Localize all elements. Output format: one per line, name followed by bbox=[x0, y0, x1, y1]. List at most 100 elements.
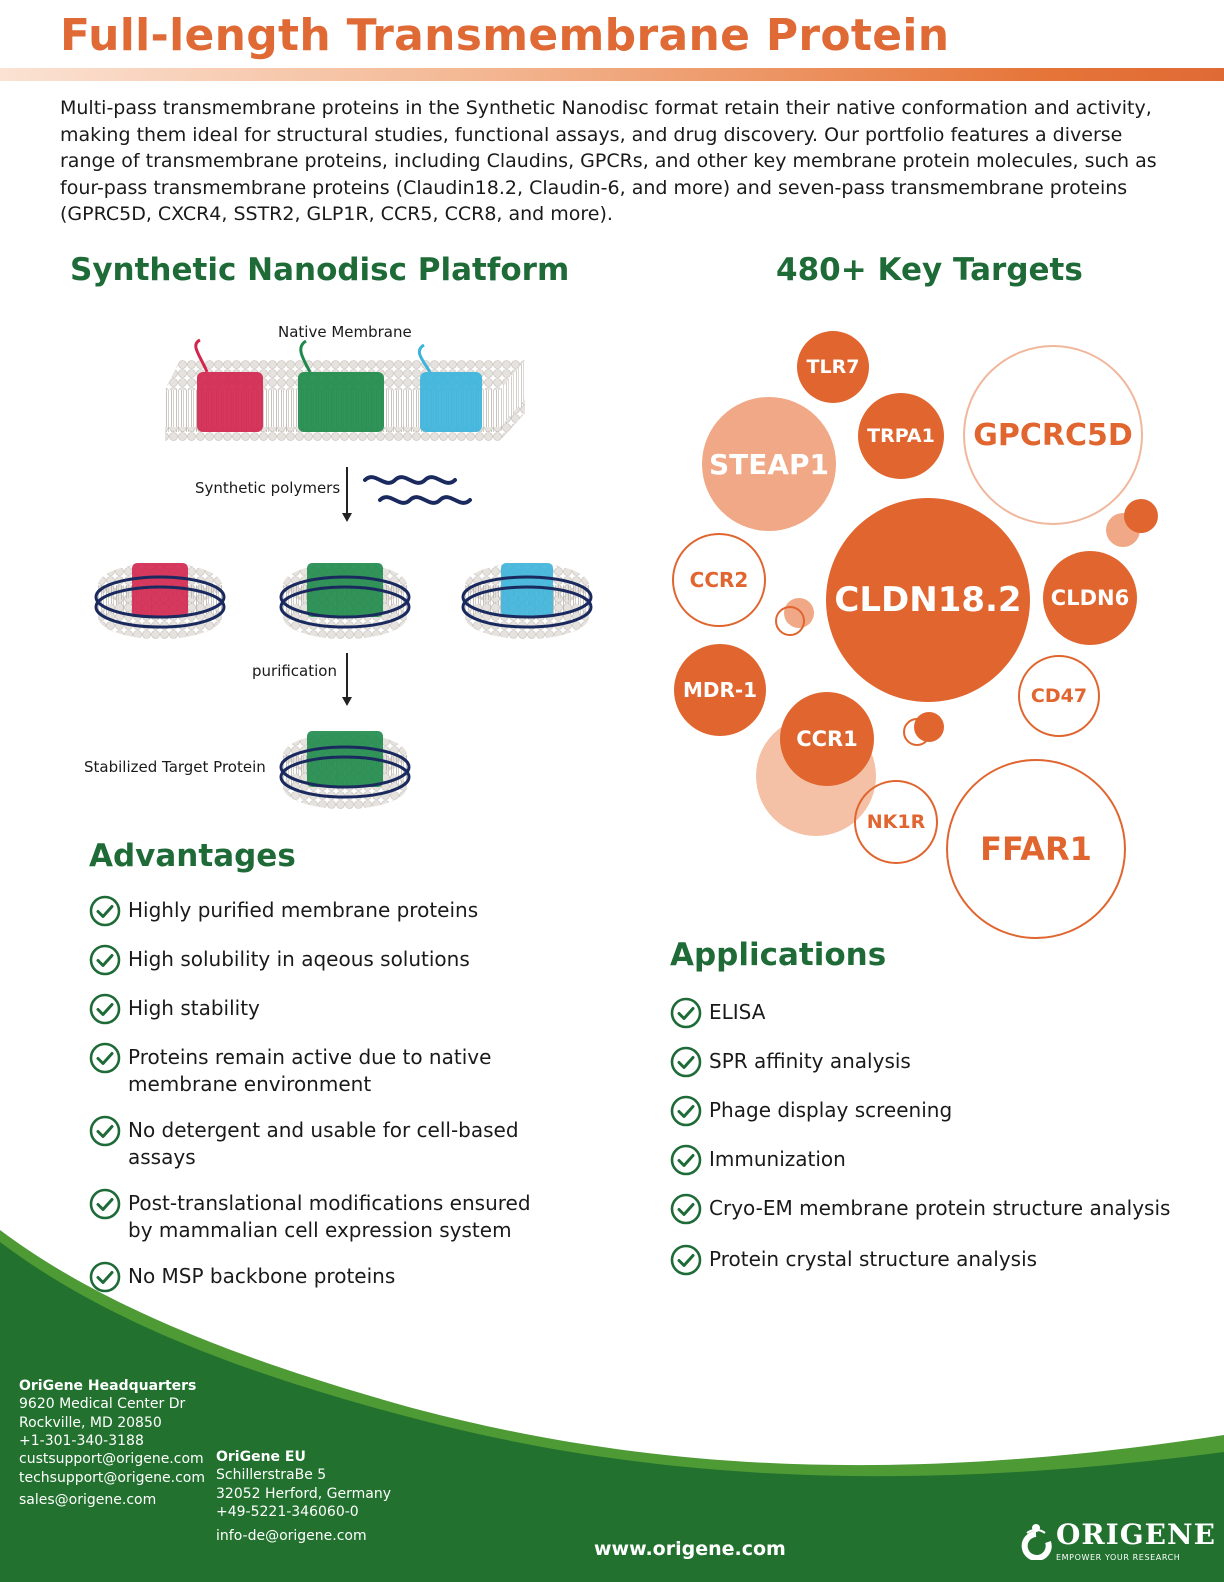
bubble-ccr1: CCR1 bbox=[780, 692, 874, 786]
list-item: Post-translational modifications ensured… bbox=[89, 1188, 559, 1244]
nanodisc-stabilized bbox=[279, 731, 411, 809]
hq-address-2: Rockville, MD 20850 bbox=[19, 1414, 162, 1431]
list-item: Protein crystal structure analysis bbox=[670, 1244, 1190, 1276]
application-text: ELISA bbox=[709, 1000, 766, 1024]
advantages-heading: Advantages bbox=[89, 838, 296, 874]
eu-address-2: 32052 Herford, Germany bbox=[216, 1485, 392, 1502]
stabilized-target-label: Stabilized Target Protein bbox=[84, 758, 266, 776]
decor-circle bbox=[775, 606, 805, 636]
bubble-tlr7: TLR7 bbox=[797, 331, 869, 403]
nanodisc-red bbox=[94, 563, 226, 639]
origene-logo: ORIGENE EMPOWER YOUR RESEARCH bbox=[1020, 1518, 1215, 1570]
check-circle-icon bbox=[670, 1144, 702, 1176]
advantage-text: No detergent and usable for cell-based a… bbox=[128, 1118, 519, 1169]
check-circle-icon bbox=[89, 1261, 121, 1293]
advantage-text: Post-translational modifications ensured… bbox=[128, 1191, 531, 1242]
applications-list: ELISA SPR affinity analysis Phage displa… bbox=[670, 997, 1190, 1276]
bubble-gpcrc5d: GPCRC5D bbox=[963, 345, 1143, 525]
targets-heading: 480+ Key Targets bbox=[776, 252, 1083, 288]
bubble-cldn18-2: CLDN18.2 bbox=[826, 498, 1030, 702]
nanodisc-blue bbox=[461, 563, 593, 639]
decor-circle bbox=[903, 718, 931, 746]
logo-wordmark: ORIGENE bbox=[1056, 1518, 1216, 1551]
list-item: SPR affinity analysis bbox=[670, 1046, 1190, 1078]
bubble-trpa1: TRPA1 bbox=[858, 393, 944, 479]
check-circle-icon bbox=[89, 993, 121, 1025]
red-protein-graphic bbox=[194, 338, 263, 432]
application-text: Phage display screening bbox=[709, 1098, 953, 1122]
logo-tagline: EMPOWER YOUR RESEARCH bbox=[1056, 1553, 1181, 1562]
native-membrane-graphic bbox=[165, 338, 525, 441]
advantage-text: High solubility in aqeous solutions bbox=[128, 947, 470, 971]
advantage-text: Proteins remain active due to native mem… bbox=[128, 1045, 492, 1096]
bubble-cldn6: CLDN6 bbox=[1043, 551, 1137, 645]
bubble-nk1r: NK1R bbox=[854, 780, 938, 864]
decor-circle bbox=[1124, 499, 1158, 533]
title-underline-bar bbox=[0, 68, 1224, 81]
hq-email-custsupport[interactable]: custsupport@origene.com bbox=[19, 1451, 204, 1468]
blue-protein-graphic bbox=[417, 343, 482, 432]
list-item: Phage display screening bbox=[670, 1095, 1190, 1127]
targets-bubble-cluster: TLR7 STEAP1 TRPA1 GPCRC5D CCR2 CLDN18.2 … bbox=[660, 300, 1180, 939]
check-circle-icon bbox=[89, 944, 121, 976]
application-text: Immunization bbox=[709, 1147, 846, 1171]
check-circle-icon bbox=[670, 1095, 702, 1127]
nanodisc-green bbox=[279, 563, 411, 639]
eu-block: OriGene EU SchillerstraBe 5 32052 Herfor… bbox=[216, 1448, 391, 1521]
hq-name: OriGene Headquarters bbox=[19, 1378, 197, 1394]
green-protein-graphic bbox=[298, 339, 384, 432]
check-circle-icon bbox=[670, 1046, 702, 1078]
polymer-squiggle bbox=[378, 495, 472, 505]
bubble-steap1: STEAP1 bbox=[702, 397, 836, 531]
list-item: No detergent and usable for cell-based a… bbox=[89, 1115, 589, 1171]
advantages-list: Highly purified membrane proteins High s… bbox=[89, 895, 589, 1293]
check-circle-icon bbox=[89, 1115, 121, 1147]
hq-block: OriGene Headquarters 9620 Medical Center… bbox=[19, 1377, 204, 1468]
eu-address-1: SchillerstraBe 5 bbox=[216, 1467, 327, 1484]
platform-heading: Synthetic Nanodisc Platform bbox=[70, 252, 570, 288]
eu-email[interactable]: info-de@origene.com bbox=[216, 1528, 367, 1544]
check-circle-icon bbox=[89, 1188, 121, 1220]
list-item: Highly purified membrane proteins bbox=[89, 895, 589, 927]
check-circle-icon bbox=[670, 1193, 702, 1225]
polymer-squiggle bbox=[363, 475, 457, 485]
list-item: No MSP backbone proteins bbox=[89, 1261, 589, 1293]
nanodisc-diagram: Native Membrane Synthetic polymers purif… bbox=[70, 315, 610, 825]
intro-paragraph: Multi-pass transmembrane proteins in the… bbox=[60, 97, 1157, 226]
page-title: Full-length Transmembrane Protein bbox=[60, 10, 950, 61]
bubble-ccr2: CCR2 bbox=[672, 533, 766, 627]
hq-email-techsupport[interactable]: techsupport@origene.com bbox=[19, 1470, 205, 1486]
website-link[interactable]: www.origene.com bbox=[594, 1538, 786, 1560]
check-circle-icon bbox=[670, 997, 702, 1029]
application-text: Cryo-EM membrane protein structure analy… bbox=[709, 1196, 1171, 1220]
check-circle-icon bbox=[89, 895, 121, 927]
bubble-ffar1: FFAR1 bbox=[946, 759, 1126, 939]
check-circle-icon bbox=[89, 1042, 121, 1074]
hq-phone: +1-301-340-3188 bbox=[19, 1432, 144, 1449]
list-item: High solubility in aqeous solutions bbox=[89, 944, 589, 976]
list-item: ELISA bbox=[670, 997, 1190, 1029]
nanodisc-illustration bbox=[94, 338, 593, 809]
application-text: Protein crystal structure analysis bbox=[709, 1247, 1038, 1271]
hq-email-sales[interactable]: sales@origene.com bbox=[19, 1492, 157, 1508]
list-item: Proteins remain active due to native mem… bbox=[89, 1042, 509, 1098]
list-item: Cryo-EM membrane protein structure analy… bbox=[670, 1193, 1190, 1225]
applications-heading: Applications bbox=[670, 937, 887, 973]
footer-band bbox=[0, 1230, 1224, 1582]
bubble-cd47: CD47 bbox=[1018, 655, 1100, 737]
list-item: High stability bbox=[89, 993, 589, 1025]
native-membrane-label: Native Membrane bbox=[278, 323, 412, 341]
origene-logo-icon bbox=[1021, 1524, 1052, 1560]
advantage-text: No MSP backbone proteins bbox=[128, 1264, 396, 1288]
hq-address-1: 9620 Medical Center Dr bbox=[19, 1396, 186, 1413]
advantage-text: Highly purified membrane proteins bbox=[128, 898, 479, 922]
synthetic-polymers-label: Synthetic polymers bbox=[195, 479, 341, 497]
application-text: SPR affinity analysis bbox=[709, 1049, 911, 1073]
list-item: Immunization bbox=[670, 1144, 1190, 1176]
bubble-mdr1: MDR-1 bbox=[674, 644, 766, 736]
advantage-text: High stability bbox=[128, 996, 260, 1020]
purification-label: purification bbox=[252, 662, 337, 680]
eu-phone: +49-5221-346060-0 bbox=[216, 1503, 359, 1520]
eu-name: OriGene EU bbox=[216, 1449, 306, 1465]
footer-wave bbox=[0, 1230, 1224, 1582]
